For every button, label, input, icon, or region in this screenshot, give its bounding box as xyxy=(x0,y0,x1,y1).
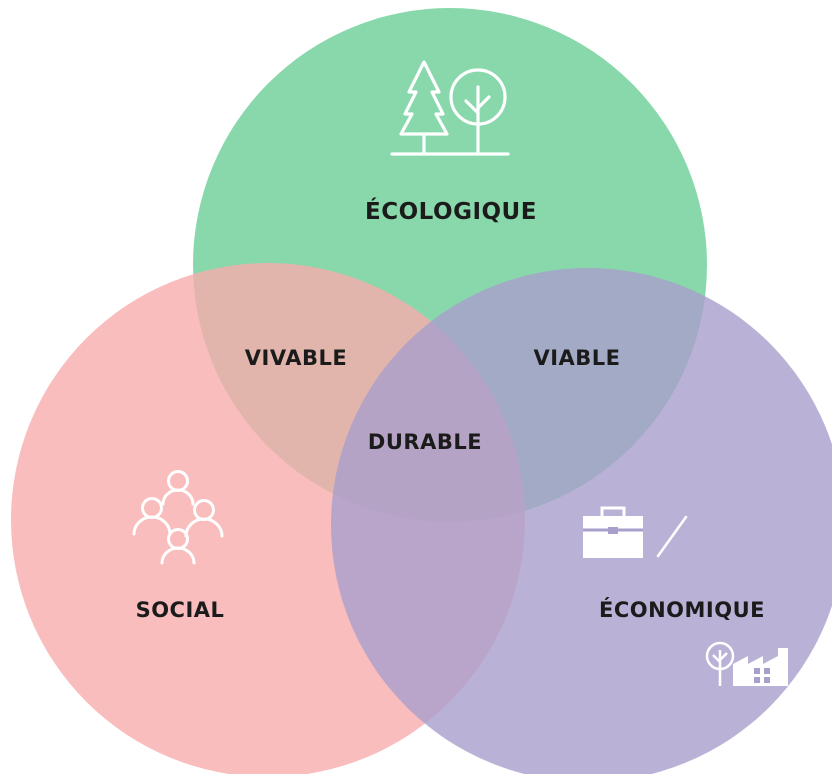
label-vivable: VIVABLE xyxy=(245,346,347,370)
label-ecologique: ÉCOLOGIQUE xyxy=(365,197,537,225)
label-economique: ÉCONOMIQUE xyxy=(599,597,765,622)
label-viable: VIABLE xyxy=(533,346,620,370)
slash-icon xyxy=(656,515,688,558)
tree-factory-icon xyxy=(705,641,788,686)
circle-economique xyxy=(331,268,832,774)
trees-icon xyxy=(390,60,510,156)
label-social: SOCIAL xyxy=(136,598,225,622)
label-durable: DURABLE xyxy=(368,430,482,454)
circles xyxy=(11,8,832,774)
people-group-icon xyxy=(132,470,224,565)
briefcase-icon xyxy=(583,506,643,558)
